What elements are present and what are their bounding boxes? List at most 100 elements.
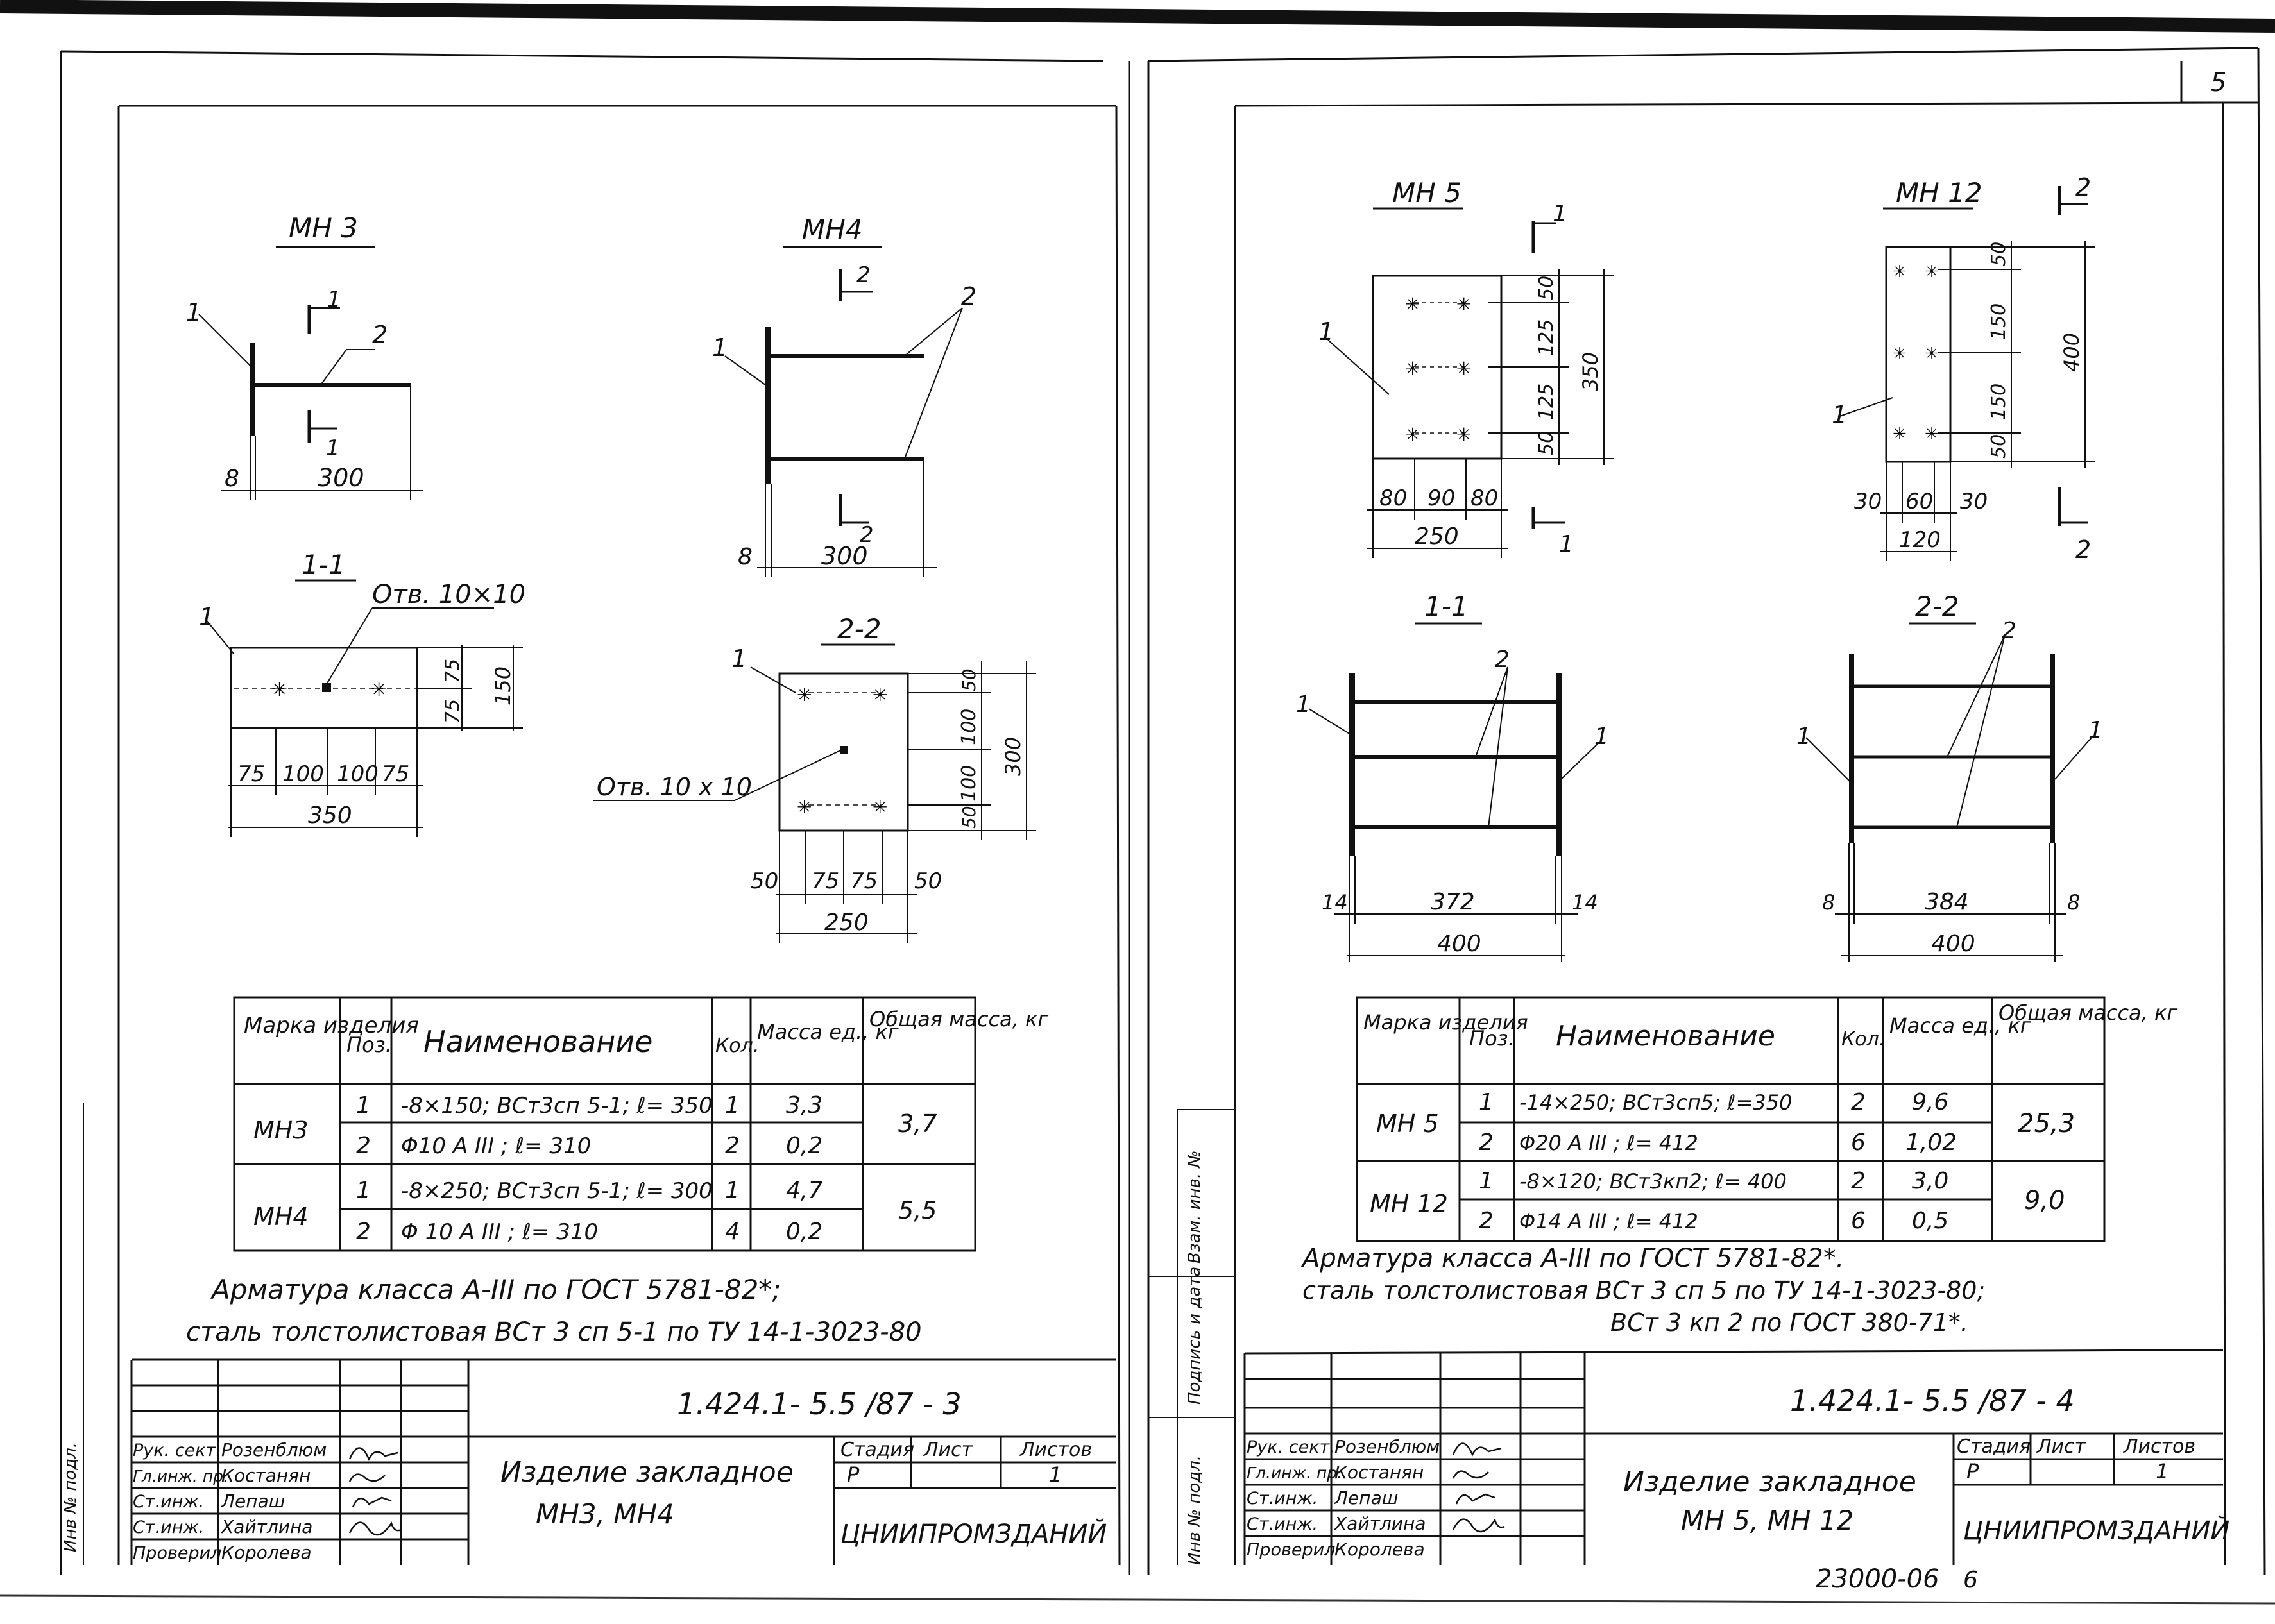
dim-m12-60: 60 bbox=[1905, 489, 1933, 514]
sheet-number: 5 bbox=[2210, 68, 2226, 97]
stamp-right-name-1: Костанян bbox=[1334, 1462, 1424, 1483]
hole-square-2 bbox=[840, 746, 848, 754]
dim-mn3-8: 8 bbox=[225, 466, 239, 492]
stamp-right-stage: Р bbox=[1966, 1459, 1979, 1484]
spec-table-left: Марка изделия Поз. Наименование Кол. Мас… bbox=[233, 996, 1048, 1252]
th-right-mark: Марка изделия bbox=[1363, 1010, 1528, 1035]
td-right-r2-pos: 1 bbox=[1479, 1168, 1494, 1194]
stamp-left-name-4: Королева bbox=[221, 1542, 312, 1563]
dim-m12-30b: 30 bbox=[1960, 489, 1988, 514]
stamp-right-code: 1.424.1- 5.5 /87 - 4 bbox=[1790, 1383, 2075, 1418]
stamp-right-name-4: Королева bbox=[1334, 1539, 1425, 1560]
note-right-2: сталь толстолистовая ВСт 3 сп 5 по ТУ 14… bbox=[1302, 1276, 1985, 1305]
mn5-hole-3: ✳ bbox=[1405, 358, 1420, 379]
td-right-r3-qty: 6 bbox=[1851, 1208, 1866, 1234]
dim-s2-75a: 75 bbox=[812, 868, 839, 894]
sec22-right-mark-1b: 1 bbox=[2088, 717, 2103, 743]
td-left-r2-qty: 1 bbox=[725, 1178, 740, 1204]
mn5-hole-5: ✳ bbox=[1405, 424, 1420, 445]
title-block-right: 1.424.1- 5.5 /87 - 4 Изделие закладное М… bbox=[1243, 1349, 2229, 1565]
stamp-right-org: ЦНИИПРОМЗДАНИЙ bbox=[1963, 1515, 2229, 1546]
dim-m5-125b: 125 bbox=[1535, 384, 1558, 420]
dim-s2-250: 250 bbox=[824, 909, 869, 936]
sec22-right-plate-right bbox=[2050, 654, 2055, 843]
mn5-hole-1: ✳ bbox=[1405, 294, 1420, 315]
sec22-left-mark-1: 1 bbox=[731, 645, 747, 673]
dim-m5-350: 350 bbox=[1578, 352, 1603, 391]
signatures-left bbox=[348, 1447, 402, 1536]
td-left-r0-qty: 1 bbox=[725, 1092, 740, 1119]
stamp-right-sheets-h: Листов bbox=[2123, 1435, 2195, 1458]
mn12-plate bbox=[1885, 246, 1952, 463]
dim-m12-50b: 50 bbox=[1988, 434, 2010, 459]
th-right-qty: Кол. bbox=[1841, 1028, 1885, 1051]
mn12-hole-3: ✳ bbox=[1893, 344, 1907, 364]
mn12-cut-2b: 2 bbox=[2075, 536, 2091, 564]
stamp-left-title1: Изделие закладное bbox=[500, 1456, 794, 1489]
hole-square bbox=[322, 683, 331, 692]
stamp-left-stage-h: Стадия bbox=[840, 1439, 914, 1461]
stamp-left-stage: Р bbox=[847, 1462, 860, 1487]
td-right-r1-qty: 6 bbox=[1851, 1129, 1866, 1156]
td-right-r0-qty: 2 bbox=[1851, 1089, 1866, 1115]
th-left-total: Общая масса, кг bbox=[869, 1007, 1048, 1031]
mn4-cut-2b: 2 bbox=[860, 522, 874, 548]
hole-mark-3: ✳ bbox=[797, 684, 812, 706]
note-right-3: ВСт 3 кп 2 по ГОСТ 380-71*. bbox=[1610, 1308, 1968, 1337]
th-left-mark: Марка изделия bbox=[244, 1013, 419, 1038]
stamp-left-title2: МН3, МН4 bbox=[536, 1498, 674, 1530]
mn5-plate bbox=[1372, 275, 1503, 460]
sec11-right-mark-1b: 1 bbox=[1594, 723, 1609, 750]
dim-s1-75d: 75 bbox=[441, 699, 464, 723]
mn5-hole-6: ✳ bbox=[1456, 424, 1471, 445]
td-right-r0-pos: 1 bbox=[1479, 1089, 1494, 1115]
title-block-left: 1.424.1- 5.5 /87 - 3 Изделие закладное М… bbox=[130, 1358, 1116, 1565]
section-2-2-right: 2-2 2 1 1 8 384 8 400 bbox=[1796, 591, 2103, 962]
note-right-1: Арматура класса А-III по ГОСТ 5781-82*. bbox=[1300, 1244, 1844, 1273]
td-left-r1-mass: 0,2 bbox=[786, 1133, 822, 1159]
td-left-r3-mass: 0,2 bbox=[786, 1219, 822, 1245]
archive-number: 23000-06 bbox=[1816, 1564, 1939, 1594]
scan-edge-bottom bbox=[0, 1594, 2275, 1605]
mn3-mark-2: 2 bbox=[372, 321, 388, 349]
dim-s2-75b: 75 bbox=[850, 868, 878, 894]
section-2-2-left: 2-2 ✳ ✳ ✳ ✳ 1 Отв. 10 х 10 50 75 75 50 2… bbox=[593, 613, 1036, 943]
dim-r-s2-8b: 8 bbox=[2067, 890, 2080, 915]
view-mn4-title: МН4 bbox=[802, 214, 863, 245]
dim-m12-50a: 50 bbox=[1988, 242, 2010, 266]
mn4-mark-1: 1 bbox=[712, 334, 728, 362]
stamp-right-role-1: Гл.инж. пр. bbox=[1247, 1464, 1342, 1482]
td-left-r0-pos: 1 bbox=[356, 1092, 371, 1119]
td-left-r2-mass: 4,7 bbox=[786, 1178, 822, 1204]
dim-m12-150a: 150 bbox=[1988, 303, 2010, 340]
th-right-name: Наименование bbox=[1556, 1020, 1775, 1053]
view-mn3: МН 3 1 2 1 1 8 300 bbox=[186, 212, 423, 500]
side-sign-date: Подпись и дата bbox=[1185, 1267, 1204, 1405]
sec11-left-otv: Отв. 10×10 bbox=[372, 580, 525, 609]
archive-copy: 6 bbox=[1963, 1567, 1978, 1593]
dim-s2-50c: 50 bbox=[959, 668, 980, 691]
dim-m5-80b: 80 bbox=[1470, 486, 1498, 511]
dim-mn4-8: 8 bbox=[738, 544, 753, 570]
sec22-right-mark-1a: 1 bbox=[1796, 723, 1811, 750]
view-mn3-title: МН 3 bbox=[289, 212, 358, 244]
dim-m12-150b: 150 bbox=[1988, 384, 2010, 420]
hole-mark-1: ✳ bbox=[271, 679, 287, 701]
mn12-hole-4: ✳ bbox=[1925, 344, 1939, 364]
mn3-cut-1a: 1 bbox=[327, 287, 341, 312]
td-left-r3-pos: 2 bbox=[356, 1219, 371, 1245]
mn12-mark-1: 1 bbox=[1832, 401, 1847, 429]
sec11-left-title: 1-1 bbox=[302, 549, 346, 580]
stamp-left-org: ЦНИИПРОМЗДАНИЙ bbox=[840, 1518, 1107, 1549]
stamp-right-role-3: Ст.инж. bbox=[1247, 1514, 1318, 1534]
td-right-r2-mass: 3,0 bbox=[1912, 1168, 1948, 1194]
view-mn12: МН 12 ✳ ✳ ✳ ✳ ✳ ✳ 1 2 2 50 150 150 50 40… bbox=[1832, 173, 2095, 564]
stamp-right-name-2: Лепаш bbox=[1334, 1487, 1398, 1509]
td-right-r2-qty: 2 bbox=[1851, 1168, 1866, 1194]
mn12-hole-6: ✳ bbox=[1925, 425, 1939, 444]
side-inv-orig-left: Инв № подл. bbox=[61, 1442, 80, 1552]
td-right-r0-mark: МН 5 bbox=[1376, 1110, 1439, 1138]
dim-m5-125a: 125 bbox=[1535, 319, 1558, 356]
dim-m12-30a: 30 bbox=[1854, 489, 1882, 514]
section-1-1-left: 1-1 Отв. 10×10 ✳ ✳ 1 75 100 100 75 350 7… bbox=[199, 549, 525, 837]
